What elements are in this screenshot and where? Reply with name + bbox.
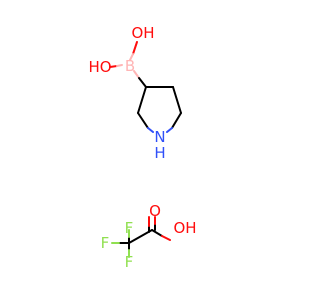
bond-b-o-left-b [116, 64, 123, 67]
atom-label-ho-left: HO [88, 58, 111, 76]
atom-label-oh: OH [173, 219, 196, 237]
tfa-molecule: O OH F F F [101, 202, 197, 271]
bond-c2-n1 [137, 112, 149, 129]
atom-label-o-double: O [149, 202, 161, 220]
bond-c-oh-o [161, 235, 171, 241]
boronic-acid-molecule: OH HO B N H [88, 24, 182, 162]
bond-b-o-top-b [129, 53, 134, 61]
bond-c5-n1-n [166, 127, 173, 133]
bond-c4-c5 [172, 86, 182, 114]
chemical-structure-diagram: OH HO B N H O OH F F F [88, 24, 197, 271]
bond-b-o-top [132, 41, 138, 55]
atom-label-f-bottom: F [125, 253, 134, 271]
bond-c3-c2 [137, 86, 147, 114]
atom-label-boron: B [125, 57, 135, 75]
bond-b-c3 [138, 77, 147, 88]
bond-c-oh [151, 229, 163, 237]
bond-c5-n1 [171, 112, 182, 129]
atom-label-nitrogen-h: H [154, 144, 165, 162]
bond-b-c3-b [133, 70, 140, 79]
bond-b-o-left [109, 65, 118, 68]
atom-label-f-top: F [125, 219, 134, 237]
bond-c-cf3 [128, 229, 153, 244]
atom-label-f-left: F [101, 234, 110, 252]
atom-label-nitrogen: N [154, 128, 165, 146]
atom-label-oh-top: OH [131, 24, 154, 42]
bond-c2-n1-n [147, 127, 154, 133]
